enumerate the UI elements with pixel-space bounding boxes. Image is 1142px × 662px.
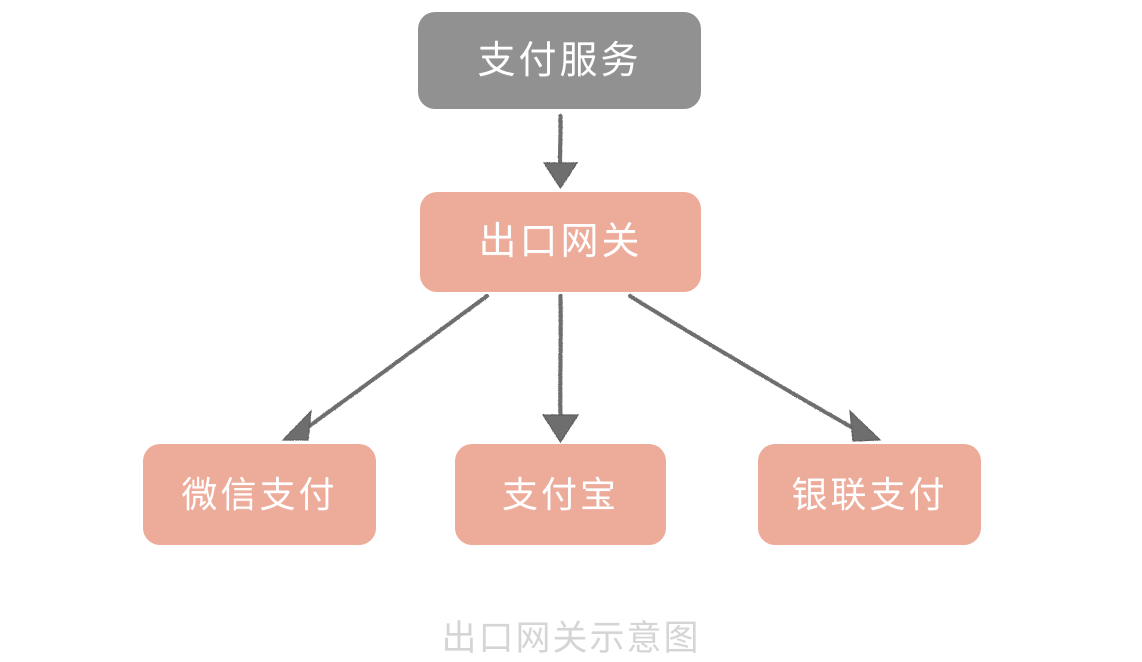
diagram-caption: 出口网关示意图 [441, 619, 701, 658]
arrow-gateway-to-wechat [281, 294, 489, 441]
node-alipay-label: 支付宝 [501, 473, 619, 515]
node-wechat-pay-label: 微信支付 [181, 473, 338, 515]
node-payment-service-label: 支付服务 [477, 39, 642, 82]
node-unionpay[interactable]: 银联支付 [758, 444, 981, 545]
node-egress-gateway[interactable]: 出口网关 [420, 192, 701, 292]
arrow-gateway-to-alipay [541, 293, 580, 444]
node-egress-gateway-label: 出口网关 [478, 221, 643, 263]
node-unionpay-label: 银联支付 [791, 473, 948, 515]
node-payment-service[interactable]: 支付服务 [418, 12, 701, 109]
node-alipay[interactable]: 支付宝 [455, 444, 666, 545]
arrow-service-to-gateway [542, 113, 579, 190]
arrow-gateway-to-unionpay [628, 294, 882, 442]
node-wechat-pay[interactable]: 微信支付 [143, 444, 376, 545]
